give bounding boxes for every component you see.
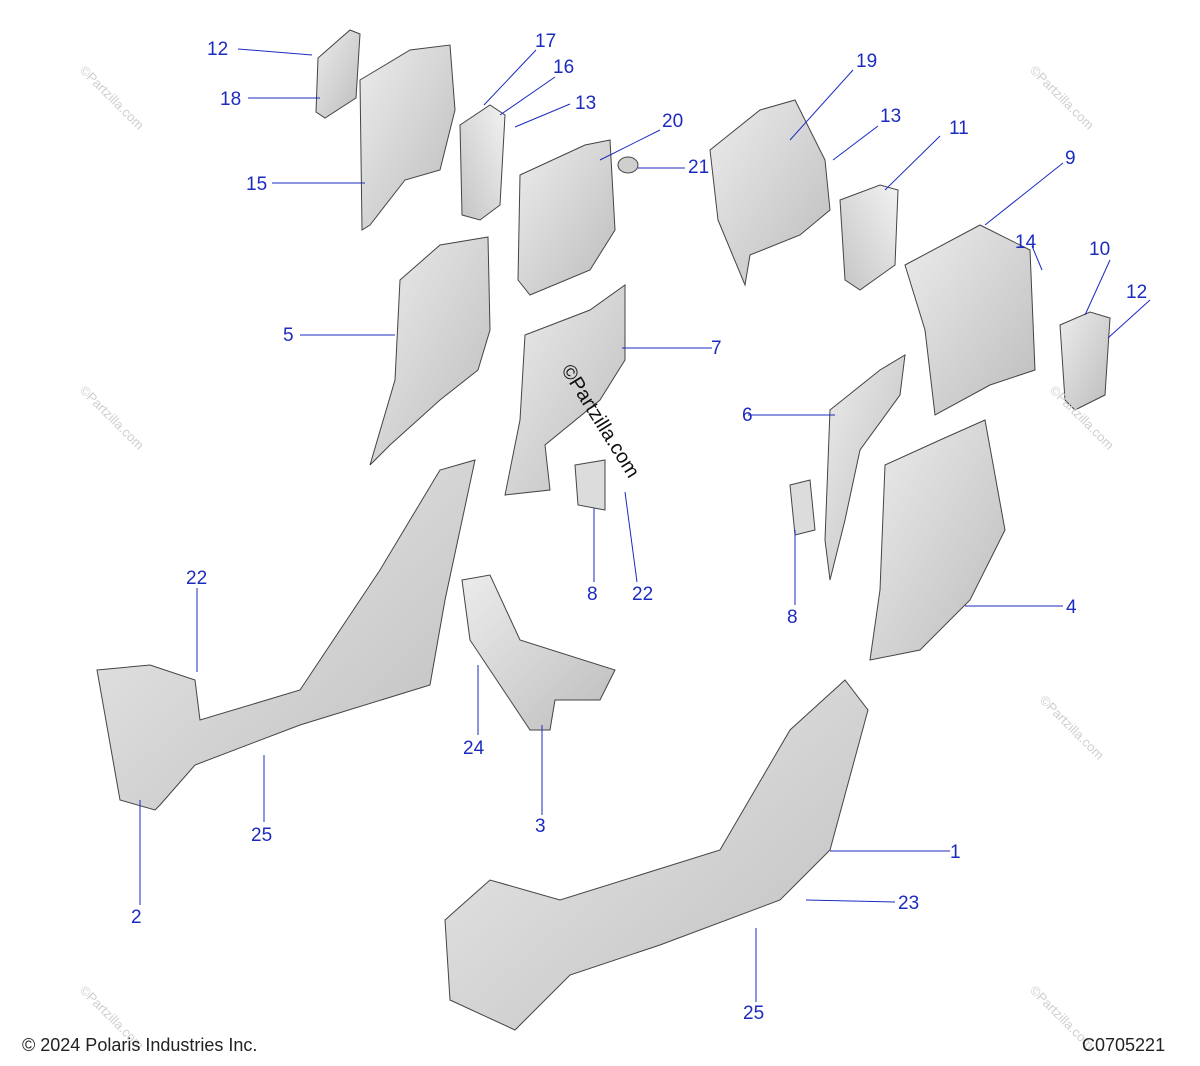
part-7 [504,284,626,496]
callout-17: 17 [535,31,557,52]
part-11 [839,184,899,291]
part-20 [517,139,616,296]
callout-6: 6 [742,405,753,426]
part-16 [459,104,506,221]
part-9 [904,224,1036,416]
leader-lines [139,48,1151,1002]
callout-14: 14 [1015,232,1037,253]
callout-24: 24 [463,738,485,759]
part-8-right [789,479,816,536]
callout-3: 3 [535,816,546,837]
callout-19: 19 [856,51,878,72]
callout-13: 13 [575,93,597,114]
diagram-code: C0705221 [1082,1035,1166,1055]
callout-20: 20 [662,111,684,132]
callout-8: 8 [787,607,798,628]
part-21 [617,156,639,174]
callout-15: 15 [246,174,268,195]
callout-12: 12 [1126,282,1148,303]
callout-12: 12 [207,39,229,60]
copyright-text: © 2024 Polaris Industries Inc. [22,1035,258,1055]
callout-25: 25 [743,1003,765,1024]
callout-11: 11 [949,118,969,139]
part-3 [461,574,616,731]
callout-23: 23 [898,893,920,914]
callout-18: 18 [220,89,242,110]
part-15 [359,44,456,231]
part-5 [369,236,491,466]
callout-21: 21 [688,157,710,178]
part-10 [1059,311,1111,411]
callout-1: 1 [950,842,961,863]
callout-25: 25 [251,825,273,846]
callout-13: 13 [880,106,902,127]
callout-5: 5 [283,325,294,346]
part-2 [96,459,476,811]
callout-22: 22 [186,568,208,589]
part-6 [824,354,906,581]
part-1 [444,679,869,1031]
callout-8: 8 [587,584,598,605]
callout-2: 2 [131,907,142,928]
part-18 [315,29,361,119]
callout-16: 16 [553,57,575,78]
part-19 [709,99,831,287]
part-8-left [574,459,606,511]
callout-9: 9 [1065,148,1076,169]
callout-10: 10 [1089,239,1111,260]
callout-22: 22 [632,584,654,605]
part-4 [869,419,1006,661]
callout-7: 7 [711,338,722,359]
callout-4: 4 [1066,597,1077,618]
